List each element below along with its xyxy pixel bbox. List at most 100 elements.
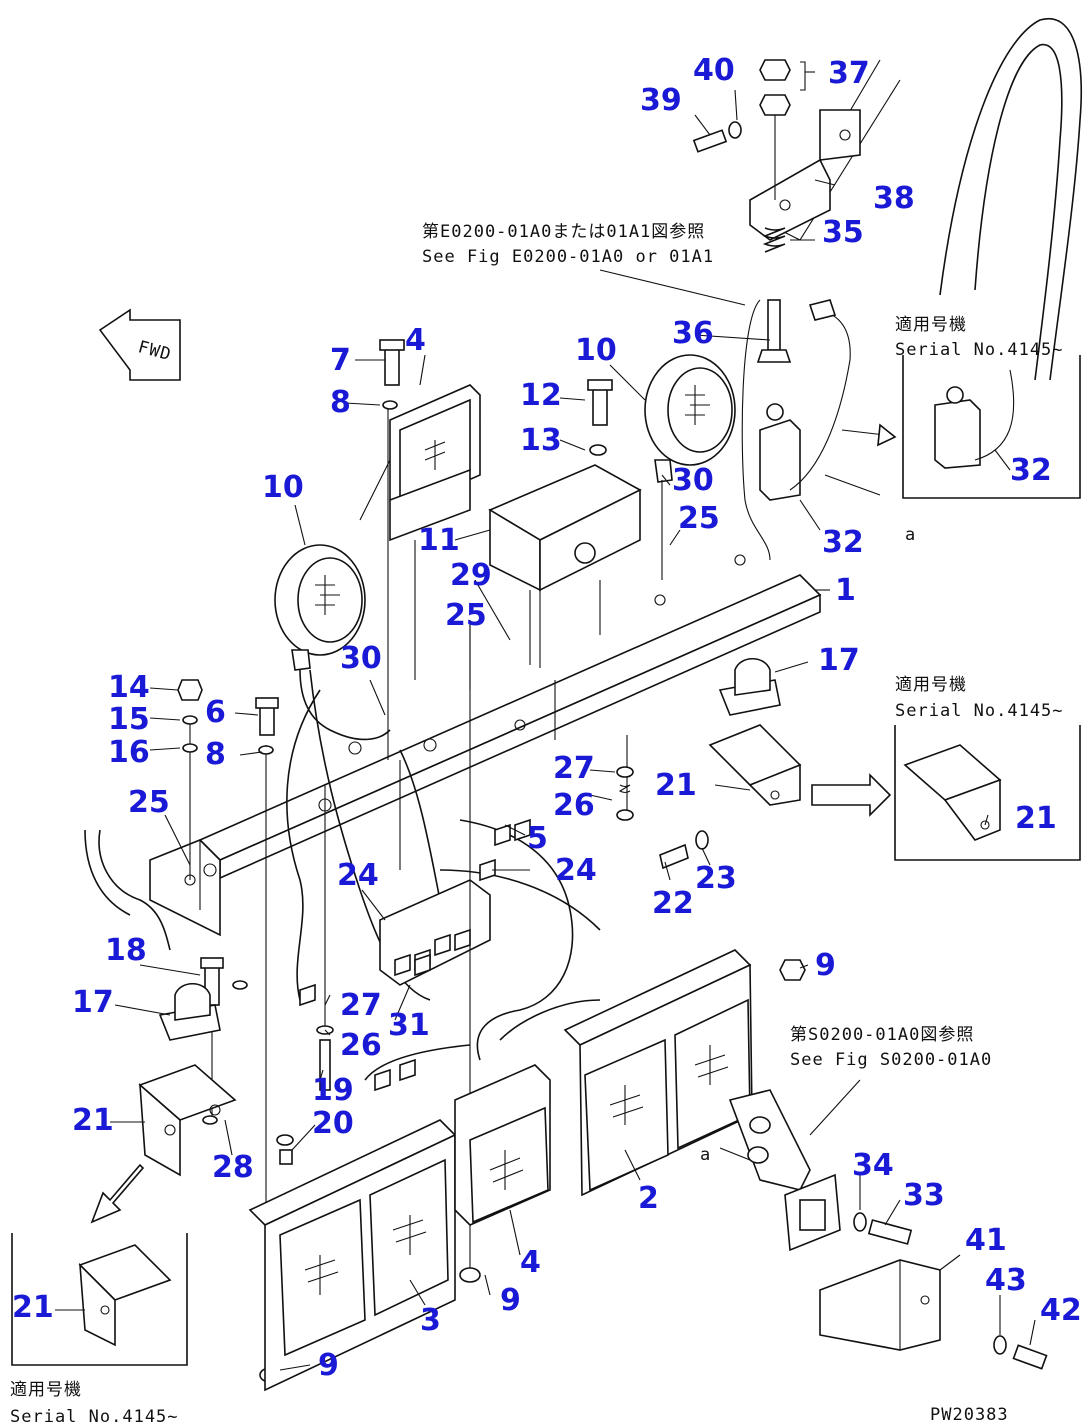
callout-40: 40 — [693, 53, 735, 88]
callout-23: 23 — [695, 861, 737, 896]
callout-25-middle: 25 — [445, 598, 487, 633]
callout-27-right: 27 — [553, 751, 595, 786]
callout-27-left: 27 — [340, 988, 382, 1023]
marker-a-leader-1 — [824, 474, 881, 496]
wiring-harness — [286, 669, 601, 1092]
serial-jp-3: 適用号機 — [10, 1380, 82, 1400]
callout-41: 41 — [965, 1223, 1007, 1258]
callout-25-upper: 25 — [678, 501, 720, 536]
serial-jp-2: 適用号機 — [895, 675, 967, 695]
serial-jp-1: 適用号機 — [895, 315, 967, 335]
callout-38: 38 — [873, 181, 915, 216]
callout-6: 6 — [205, 695, 226, 730]
drawing-id: PW20383 — [930, 1405, 1009, 1425]
arrow-to-detail — [811, 773, 892, 817]
callout-4-lower: 4 — [520, 1245, 541, 1280]
callout-30-upper: 30 — [672, 463, 714, 498]
small-hardware — [177, 339, 806, 1383]
callout-42: 42 — [1040, 1293, 1082, 1328]
callout-10-upper: 10 — [575, 333, 617, 368]
callout-10-left: 10 — [262, 470, 304, 505]
serial-en-1: Serial No.4145~ — [895, 340, 1064, 360]
ref-note-bottom-jp: 第S0200-01A0図参照 — [790, 1025, 974, 1045]
detail-box-bracket-right: 適用号機 Serial No.4145~ — [894, 675, 1081, 861]
callout-21-middle: 21 — [655, 768, 697, 803]
serial-en-2: Serial No.4145~ — [895, 701, 1064, 721]
work-lamp-10-left — [274, 544, 391, 741]
callout-13: 13 — [520, 423, 562, 458]
bolt-42 — [993, 1335, 1048, 1370]
callout-37: 37 — [828, 56, 870, 91]
detail-box-switch: 適用号機 Serial No.4145~ — [841, 315, 1081, 499]
box-11 — [488, 464, 642, 668]
work-lamp-10-upper — [644, 354, 736, 580]
ref-leader-top — [599, 269, 746, 306]
callout-9-right: 9 — [815, 948, 836, 983]
callout-24-right: 24 — [555, 853, 597, 888]
callout-24-left: 24 — [337, 858, 379, 893]
callout-14: 14 — [108, 670, 150, 705]
callout-2: 2 — [638, 1181, 659, 1216]
callouts: 1 2 3 4 4 5 6 7 8 8 9 9 9 10 10 11 12 13… — [12, 53, 1082, 1383]
main-frame-1 — [84, 554, 822, 951]
serial-en-3: Serial No.4145~ — [10, 1407, 179, 1427]
callout-3: 3 — [420, 1303, 441, 1338]
head-lamp-4-upper — [359, 384, 481, 760]
mount-bracket-38 — [749, 109, 861, 241]
head-lamp-4-lower — [454, 1064, 551, 1226]
callout-16: 16 — [108, 735, 150, 770]
callout-35: 35 — [822, 215, 864, 250]
bolt-36 — [756, 299, 792, 363]
detail-box-bracket-left: 適用号機 Serial No.4145~ — [10, 1233, 188, 1427]
ref-note-top-en: See Fig E0200-01A0 or 01A1 — [422, 247, 714, 267]
callout-26-left: 26 — [340, 1028, 382, 1063]
callout-4-upper: 4 — [405, 323, 426, 358]
callout-28: 28 — [212, 1150, 254, 1185]
leader-lines — [55, 71, 1036, 1371]
callout-30-left: 30 — [340, 641, 382, 676]
rubber-mount-17-right — [718, 657, 781, 716]
spring-35 — [762, 227, 786, 253]
callout-9-bottom: 9 — [318, 1348, 339, 1383]
callout-5: 5 — [527, 821, 548, 856]
ref-leader-bottom — [809, 1079, 861, 1136]
callout-8-upper: 8 — [330, 385, 351, 420]
callout-21-detail-left: 21 — [12, 1290, 54, 1325]
lamp-assembly-2 — [563, 949, 753, 1197]
bracket-21-middle — [708, 724, 802, 806]
callout-7: 7 — [330, 343, 351, 378]
switch-32 — [741, 299, 851, 561]
callout-1: 1 — [835, 573, 856, 608]
callout-34: 34 — [852, 1148, 894, 1183]
callout-22: 22 — [652, 886, 694, 921]
cover-41 — [819, 1259, 941, 1351]
callout-32: 32 — [822, 525, 864, 560]
callout-29: 29 — [450, 558, 492, 593]
callout-26-right: 26 — [553, 788, 595, 823]
marker-a-leader-2 — [719, 1147, 751, 1161]
callout-15: 15 — [108, 702, 150, 737]
callout-17-left: 17 — [72, 985, 114, 1020]
marker-a-1: a — [905, 525, 916, 545]
fwd-arrow-icon: FWD — [98, 308, 181, 381]
ref-note-top-jp: 第E0200-01A0または01A1図参照 — [422, 222, 705, 242]
callout-9-center: 9 — [500, 1283, 521, 1318]
bracket-21-left — [138, 1064, 237, 1177]
callout-21-detail-right: 21 — [1015, 801, 1057, 836]
rubber-mount-17-left — [158, 982, 221, 1041]
callout-32-detail: 32 — [1010, 453, 1052, 488]
ref-note-bottom-en: See Fig S0200-01A0 — [790, 1050, 992, 1070]
callout-33: 33 — [903, 1178, 945, 1213]
callout-20: 20 — [312, 1106, 354, 1141]
arrow-to-detail-left — [90, 1163, 145, 1224]
callout-43: 43 — [985, 1263, 1027, 1298]
bolt-33 — [853, 1212, 913, 1245]
callout-11: 11 — [418, 523, 460, 558]
callout-31: 31 — [388, 1008, 430, 1043]
callout-25-left: 25 — [128, 785, 170, 820]
nut-37 — [759, 59, 806, 200]
hinge-bracket — [728, 1089, 841, 1252]
marker-a-2: a — [700, 1145, 711, 1165]
callout-39: 39 — [640, 83, 682, 118]
